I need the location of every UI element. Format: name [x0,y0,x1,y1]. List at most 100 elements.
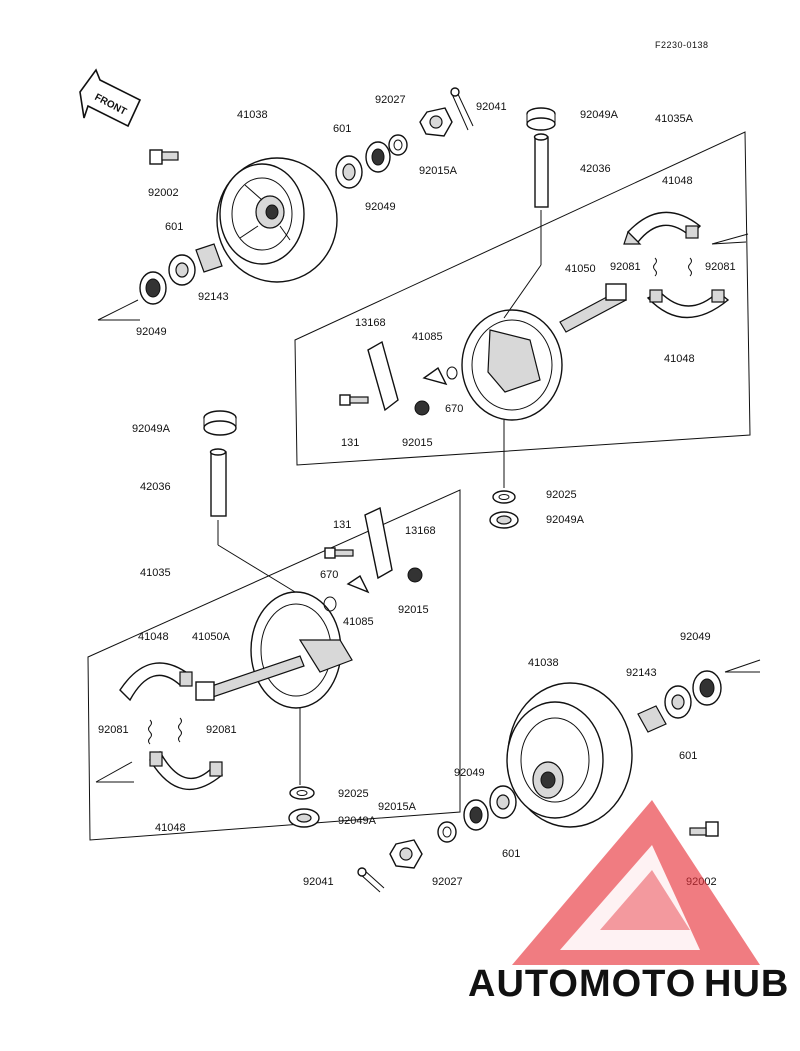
lever-13168-top [367,340,399,412]
watermark-text-part1: AUTOMOTO [468,963,696,1005]
label: 92015 [398,604,429,616]
arrow-indicator [95,233,761,783]
label: 41038 [237,109,268,121]
label: 41035 [140,567,171,579]
bolt-bottom [689,821,719,837]
spacer-92143-bottom [637,705,667,733]
label: 92015A [378,801,417,813]
spring-92081-bottom-a [148,719,152,745]
brake-drum-bottom [506,682,633,828]
bearing-601-top-right [335,155,363,189]
seal-92049a-bottom [288,808,320,828]
seal-92049-top-right [365,141,391,173]
camshaft-42036-top [533,133,549,208]
label: 92081 [206,724,237,736]
label: 92049A [132,423,171,435]
seal-92049-top-left [139,271,167,305]
label: 601 [165,221,183,233]
oring-670-top [446,366,458,380]
nut-92015-top [414,400,430,416]
label: 41085 [412,331,443,343]
label: 41050 [565,263,596,275]
collar-92027-top [388,134,408,156]
label: 41038 [528,657,559,669]
label: 92041 [303,876,334,888]
label: 13168 [355,317,386,329]
label: 92025 [546,489,577,501]
brake-shoe-41048-bottom-b [149,750,224,791]
label: 92049A [338,815,377,827]
label: 601 [502,848,520,860]
label: 601 [333,123,351,135]
label: 92049 [680,631,711,643]
cam-41050-top [559,283,627,333]
label: 92027 [432,876,463,888]
label: 42036 [140,481,171,493]
label: 41035A [655,113,694,125]
bearing-601-bottom-right [664,685,692,719]
label: 92143 [626,667,657,679]
watermark-text-part2: HUB [704,963,789,1005]
bottom-panel-outline [87,489,461,841]
seal-92049a-mid [489,511,519,529]
cap-92049a-left [203,410,237,436]
label: 92025 [338,788,369,800]
watermark-logo-icon [512,800,760,965]
label: 92015A [419,165,458,177]
lever-13168-bottom [364,506,393,580]
bearing-601-top-left [168,254,196,286]
indicator-41085-top [422,366,448,386]
label: 92049 [365,201,396,213]
label: 670 [445,403,463,415]
spring-92081-bottom-b [178,717,182,743]
bolt-131-top [339,394,369,406]
label: 41048 [664,353,695,365]
label: 92049 [454,767,485,779]
part-labels: 41038 601 92027 92041 92049A 41035A 9200… [98,94,736,888]
brake-shoe-41048-top-a [623,211,702,245]
brake-shoe-41048-top-b [646,289,730,319]
bolt-131-bottom [324,547,354,559]
backing-plate-top [461,309,563,421]
cotter-pin-92041-top [450,87,474,131]
label: 41048 [155,822,186,834]
indicator-41085-bottom [346,574,370,594]
seal-92049-bottom-right [692,670,722,706]
backing-plate-bottom [250,591,353,709]
label: 41085 [343,616,374,628]
label: 92002 [148,187,179,199]
label: 670 [320,569,338,581]
nut-92015a-top [419,107,453,137]
seal-92049-bottom-left [463,799,489,831]
spacer-92143-top [195,243,223,273]
spring-92081-top-b [688,257,692,277]
label: 41048 [662,175,693,187]
label: 92143 [198,291,229,303]
collar-92027-bottom [437,821,457,843]
leader-line [503,264,542,319]
diagram-code: F2230-0138 [655,40,709,50]
bearing-601-bottom-left [489,785,517,819]
label: 92049A [546,514,585,526]
label: 92049A [580,109,619,121]
bolt-top [149,149,179,165]
cam-41050a-bottom [195,655,305,701]
front-arrow-icon: FRONT [79,68,142,128]
label: 92081 [98,724,129,736]
spring-92081-top-a [653,257,657,277]
oring-670-bottom [323,596,337,612]
washer-92025-top [492,490,516,504]
label: 92049 [136,326,167,338]
label: 92015 [402,437,433,449]
top-panel-outline [294,131,751,466]
label: 41048 [138,631,169,643]
nut-92015-bottom [407,567,423,583]
label: 41050A [192,631,231,643]
brake-drum-top [216,157,338,283]
label: 601 [679,750,697,762]
label: 92041 [476,101,507,113]
label: 92081 [705,261,736,273]
label: 92027 [375,94,406,106]
leader-line [217,544,301,596]
